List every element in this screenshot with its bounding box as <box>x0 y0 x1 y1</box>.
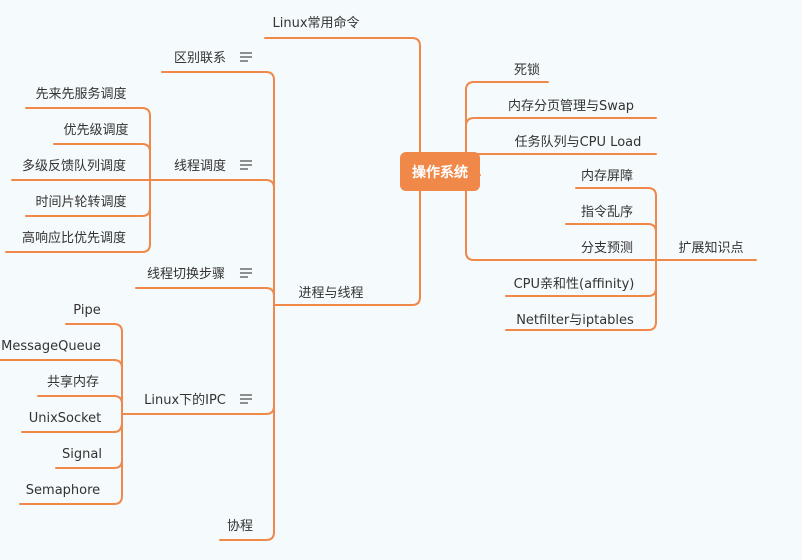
ext-item[interactable]: 分支预测 <box>581 241 633 256</box>
line-sched-item-4 <box>25 207 151 217</box>
line-ext-item-2 <box>565 223 657 233</box>
node-task-queue[interactable]: 任务队列与CPU Load <box>515 134 642 150</box>
node-distinction-label: 区别联系 <box>174 51 226 66</box>
ipc-item[interactable]: MessageQueue <box>1 339 101 354</box>
line-ipc-item-2 <box>0 359 123 369</box>
node-switch-steps-label: 线程切换步骤 <box>147 267 225 282</box>
node-scheduling-label: 线程调度 <box>174 158 226 174</box>
note-icon <box>240 268 252 278</box>
root-node[interactable]: 操作系统 <box>400 152 480 191</box>
note-icon <box>240 52 252 62</box>
node-distinction[interactable]: 区别联系 <box>174 51 252 66</box>
line-process-spine <box>161 71 275 81</box>
root-node-box <box>400 152 480 191</box>
ext-item[interactable]: Netfilter与iptables <box>516 313 634 328</box>
note-icon <box>240 394 252 404</box>
node-paging[interactable]: 内存分页管理与Swap <box>508 98 634 114</box>
node-ipc[interactable]: Linux下的IPC <box>144 392 252 408</box>
ipc-item[interactable]: Pipe <box>73 303 100 318</box>
line-right-spine <box>465 81 549 91</box>
node-linux-cmd[interactable]: Linux常用命令 <box>272 15 359 31</box>
line-ext-spine-main <box>505 195 657 331</box>
line-spine-switch <box>135 287 275 297</box>
ext-item[interactable]: 内存屏障 <box>581 168 633 184</box>
line-right-spine-main <box>465 89 667 261</box>
sched-item[interactable]: 先来先服务调度 <box>35 86 126 102</box>
line-sched-item-2 <box>53 143 151 153</box>
line-root-process-thread <box>279 189 421 306</box>
note-icon <box>240 160 252 170</box>
node-extended[interactable]: 扩展知识点 <box>678 240 743 256</box>
node-process-thread[interactable]: 进程与线程 <box>298 286 363 301</box>
node-coroutine[interactable]: 协程 <box>227 519 253 534</box>
line-sched-spine-main <box>5 115 151 253</box>
node-deadlock[interactable]: 死锁 <box>514 62 540 78</box>
sched-item[interactable]: 高响应比优先调度 <box>22 230 126 246</box>
connector-lines <box>0 37 757 541</box>
line-ipc-item-3 <box>37 395 123 405</box>
sched-item[interactable]: 时间片轮转调度 <box>35 194 126 210</box>
line-root-linux-cmd <box>264 37 421 161</box>
ext-item[interactable]: CPU亲和性(affinity) <box>514 277 635 292</box>
line-ipc-item-4 <box>21 421 123 433</box>
sched-item[interactable]: 多级反馈队列调度 <box>22 158 126 174</box>
ipc-item[interactable]: UnixSocket <box>29 411 102 426</box>
line-right-paging <box>465 117 657 127</box>
ipc-item[interactable]: 共享内存 <box>47 374 99 390</box>
line-sched-spine <box>25 107 151 117</box>
ipc-item[interactable]: Semaphore <box>26 483 100 498</box>
sched-item[interactable]: 优先级调度 <box>63 122 128 138</box>
node-switch-steps[interactable]: 线程切换步骤 <box>147 267 252 282</box>
node-scheduling[interactable]: 线程调度 <box>174 158 252 174</box>
ipc-item[interactable]: Signal <box>62 447 102 462</box>
line-ipc-spine-main <box>19 331 123 505</box>
line-ext-item-4 <box>505 287 657 297</box>
line-ipc-item-5 <box>55 459 123 469</box>
node-ipc-label: Linux下的IPC <box>144 392 226 408</box>
line-ext-spine <box>575 187 657 197</box>
line-spine-scheduling <box>149 179 275 189</box>
ext-item[interactable]: 指令乱序 <box>581 205 633 220</box>
line-ipc-spine <box>65 323 123 333</box>
line-spine-ipc <box>121 405 275 415</box>
root-node-label: 操作系统 <box>412 164 468 181</box>
line-process-spine-main <box>219 79 275 541</box>
